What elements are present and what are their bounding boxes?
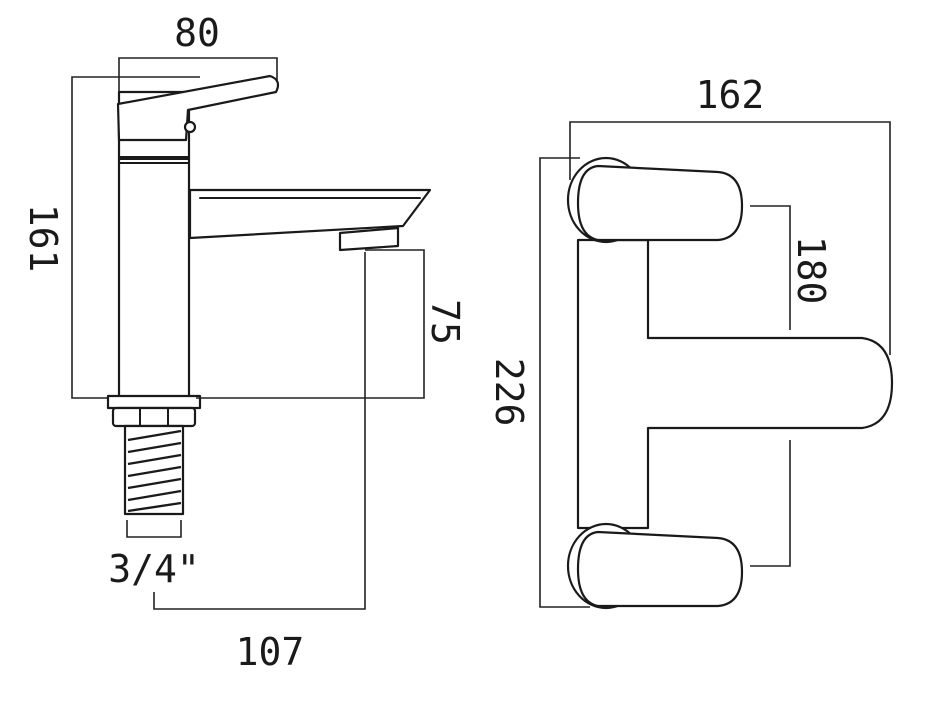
width-80-label: 80 [174, 11, 220, 55]
threaded-shank [123, 424, 185, 516]
thread-dimension-line [126, 520, 182, 538]
width-80-dimension-line [118, 57, 278, 92]
plan-body-and-spout [576, 238, 894, 530]
centres-180-dimension-line-bottom [750, 440, 791, 567]
height-161-dimension-line [71, 76, 200, 399]
reach-107-dimension-line [153, 252, 366, 610]
thread-size-label: 3/4" [108, 547, 200, 591]
reach-107-label: 107 [236, 630, 305, 674]
height-161-label: 161 [21, 204, 65, 273]
width-162-dimension-line [569, 121, 891, 355]
spout-height-75-label: 75 [423, 299, 467, 345]
aerator [338, 226, 400, 252]
lever-handle [116, 74, 280, 142]
handle-screw [183, 120, 197, 134]
depth-226-label: 226 [487, 358, 531, 427]
mounting-flange [106, 394, 202, 410]
width-162-label: 162 [696, 73, 765, 117]
side-view: 80 161 3/ [21, 11, 467, 674]
centres-180-label: 180 [789, 236, 833, 305]
spout-height-75-dimension-line [196, 249, 425, 399]
centres-180-dimension-line-top [750, 205, 791, 330]
plan-view: 162 226 180 [487, 73, 894, 610]
top-handle [566, 156, 744, 244]
mounting-nut [111, 406, 197, 428]
depth-226-dimension-line [539, 157, 590, 608]
tap-body-column [117, 90, 191, 399]
bottom-handle [566, 522, 744, 610]
